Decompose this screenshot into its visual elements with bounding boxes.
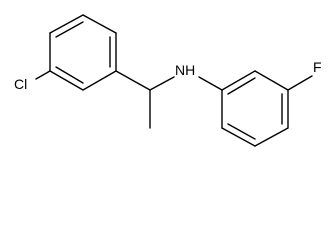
bond-ring1-c2-c3 bbox=[82, 14, 117, 34]
bond-nh-to-ring2 bbox=[198, 76, 223, 91]
bond-ch-to-nh bbox=[149, 76, 175, 91]
chemical-structure-diagram: Cl NH F bbox=[14, 14, 322, 147]
nh-label: NH bbox=[175, 62, 195, 78]
bond-c-cl bbox=[35, 70, 51, 80]
bond-c-f bbox=[287, 75, 313, 91]
bond-ring2-c4-c5 bbox=[254, 127, 289, 147]
bond-ring2-c1-c2 bbox=[221, 70, 256, 91]
chlorophenyl-ring bbox=[49, 14, 117, 91]
chlorine-label: Cl bbox=[14, 76, 27, 92]
bond-ring1-c1-c2 bbox=[49, 14, 84, 34]
bond-ring2-c2-c3 bbox=[254, 70, 289, 91]
double-bond-ring1-bottom bbox=[55, 66, 84, 84]
double-bond-ring1-top bbox=[55, 21, 84, 38]
bond-ring1-to-ch bbox=[115, 70, 151, 91]
bond-ring1-c4-c5 bbox=[82, 70, 117, 91]
bond-ring1-c5-c6 bbox=[49, 70, 84, 91]
fluorophenyl-ring bbox=[221, 70, 289, 147]
bond-ring2-c5-c6 bbox=[221, 127, 256, 147]
double-bond-ring2-bottom bbox=[227, 123, 256, 140]
fluorine-label: F bbox=[313, 59, 322, 75]
double-bond-ring2-top bbox=[227, 77, 256, 95]
